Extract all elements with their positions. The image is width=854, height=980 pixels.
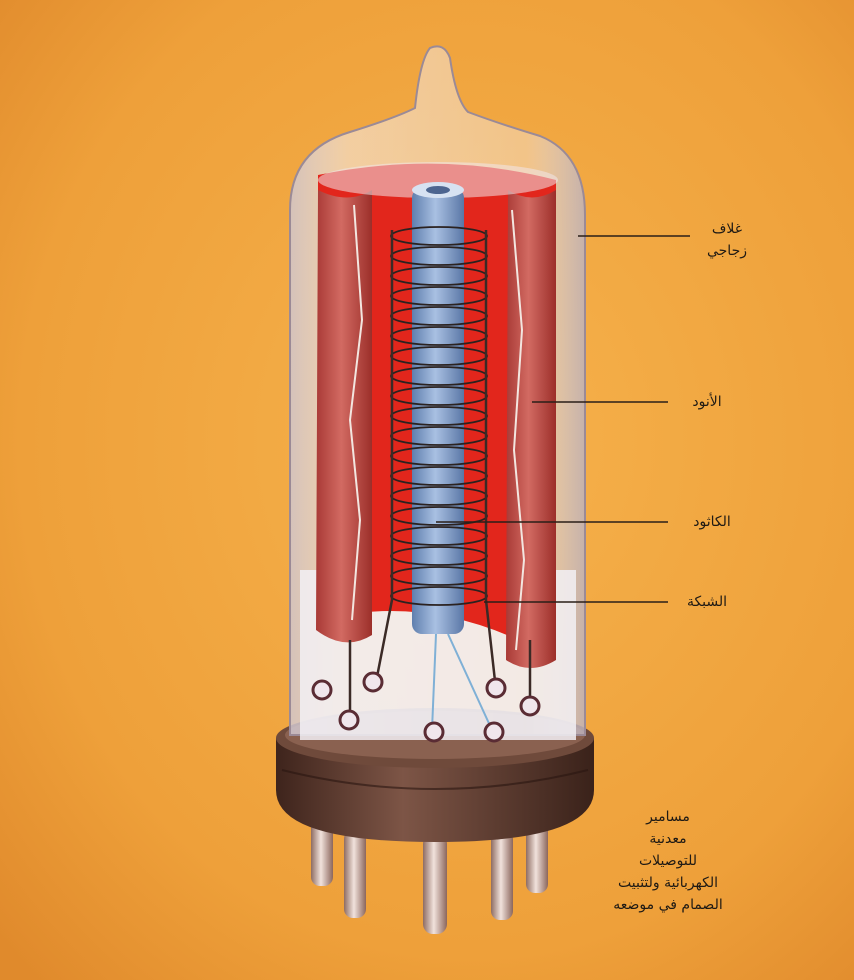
label-grid: الشبكة: [672, 591, 742, 613]
label-pins: مسامير معدنية للتوصيلات الكهربائية ولتثب…: [598, 806, 738, 916]
pin: [423, 834, 447, 934]
label-anode: الأنود: [672, 391, 742, 413]
label-glass-envelope: غلاف زجاجي: [692, 218, 762, 262]
pin: [491, 830, 513, 920]
label-cathode: الكاثود: [672, 511, 752, 533]
pin: [344, 830, 366, 918]
